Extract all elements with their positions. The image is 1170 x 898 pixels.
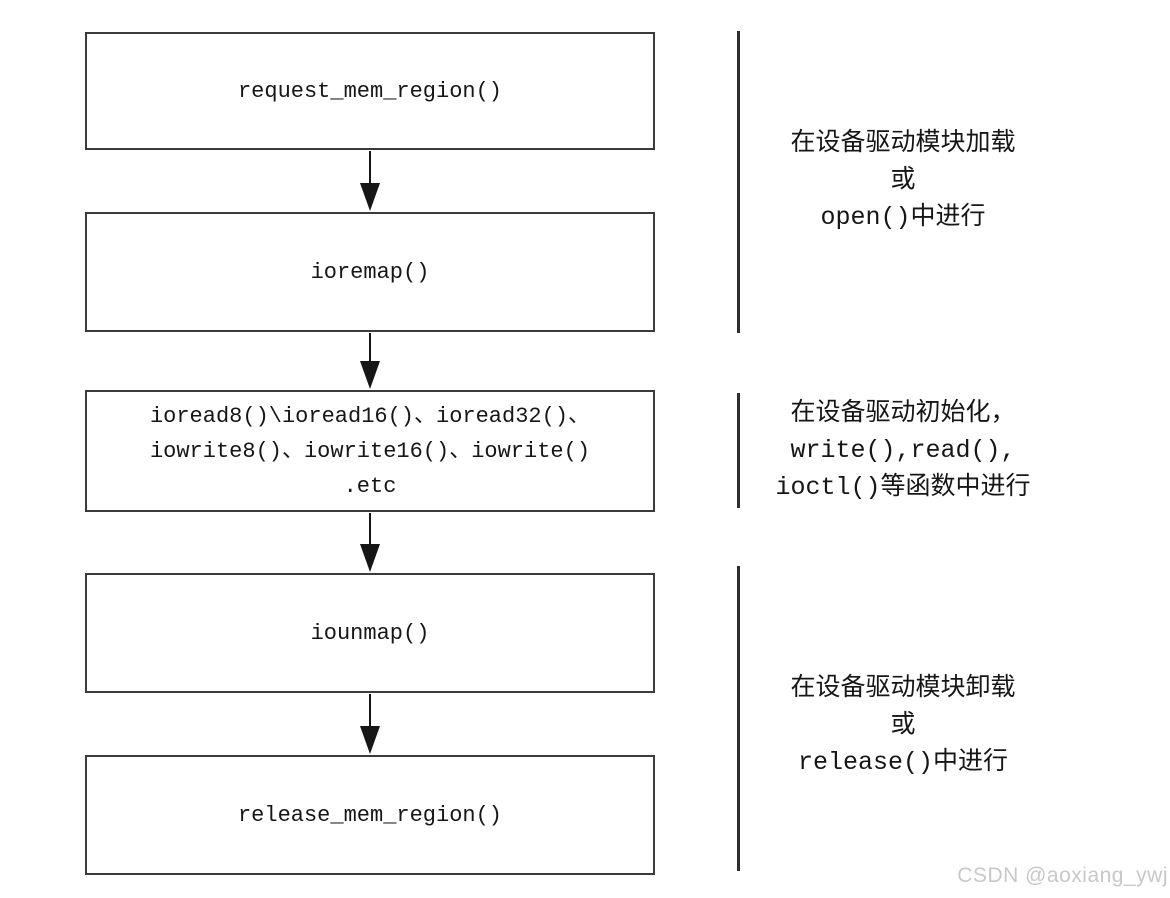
arrow-stem: [369, 513, 371, 544]
arrow-head: [360, 361, 380, 389]
arrow-stem: [369, 333, 371, 361]
annotation-line: open()中进行: [820, 203, 986, 232]
annotation-line: write(),read(),: [790, 436, 1016, 465]
box-label-line: iowrite8()、iowrite16()、iowrite(): [149, 438, 591, 464]
box-io-read-write: ioread8()\ioread16()、ioread32()、 iowrite…: [85, 390, 655, 512]
arrow-head: [360, 544, 380, 572]
arrow-head: [360, 726, 380, 754]
annotation-unload-phase: 在设备驱动模块卸载 或 release()中进行: [748, 670, 1058, 781]
arrow-down-icon: [360, 151, 380, 211]
annotation-runtime-phase: 在设备驱动初始化， write(),read(), ioctl()等函数中进行: [748, 395, 1058, 506]
annotation-line: 或: [890, 711, 916, 740]
arrow-down-icon: [360, 694, 380, 754]
annotation-line: ioctl()等函数中进行: [775, 473, 1031, 502]
csdn-watermark: CSDN @aoxiang_ywj: [957, 864, 1168, 887]
arrow-down-icon: [360, 513, 380, 572]
annotation-load-phase: 在设备驱动模块加载 或 open()中进行: [748, 125, 1058, 236]
box-label: iounmap(): [310, 620, 430, 646]
arrow-stem: [369, 151, 371, 183]
arrow-head: [360, 183, 380, 211]
annotation-bracket-line: [737, 393, 740, 508]
annotation-line: release()中进行: [797, 748, 1009, 777]
box-label: release_mem_region(): [237, 802, 503, 828]
annotation-bracket-line: [737, 31, 740, 333]
box-release-mem-region: release_mem_region(): [85, 755, 655, 875]
box-label-line: .etc: [343, 473, 397, 499]
box-label-line: ioread8()\ioread16()、ioread32()、: [149, 403, 591, 429]
arrow-stem: [369, 694, 371, 726]
arrow-down-icon: [360, 333, 380, 389]
box-request-mem-region: request_mem_region(): [85, 32, 655, 150]
annotation-line: 在设备驱动模块卸载: [790, 674, 1016, 703]
annotation-line: 在设备驱动初始化，: [790, 399, 1016, 428]
box-label: request_mem_region(): [237, 78, 503, 104]
annotation-line: 在设备驱动模块加载: [790, 129, 1016, 158]
box-label: ioremap(): [310, 259, 430, 285]
box-ioremap: ioremap(): [85, 212, 655, 332]
annotation-line: 或: [890, 166, 916, 195]
annotation-bracket-line: [737, 566, 740, 871]
box-iounmap: iounmap(): [85, 573, 655, 693]
